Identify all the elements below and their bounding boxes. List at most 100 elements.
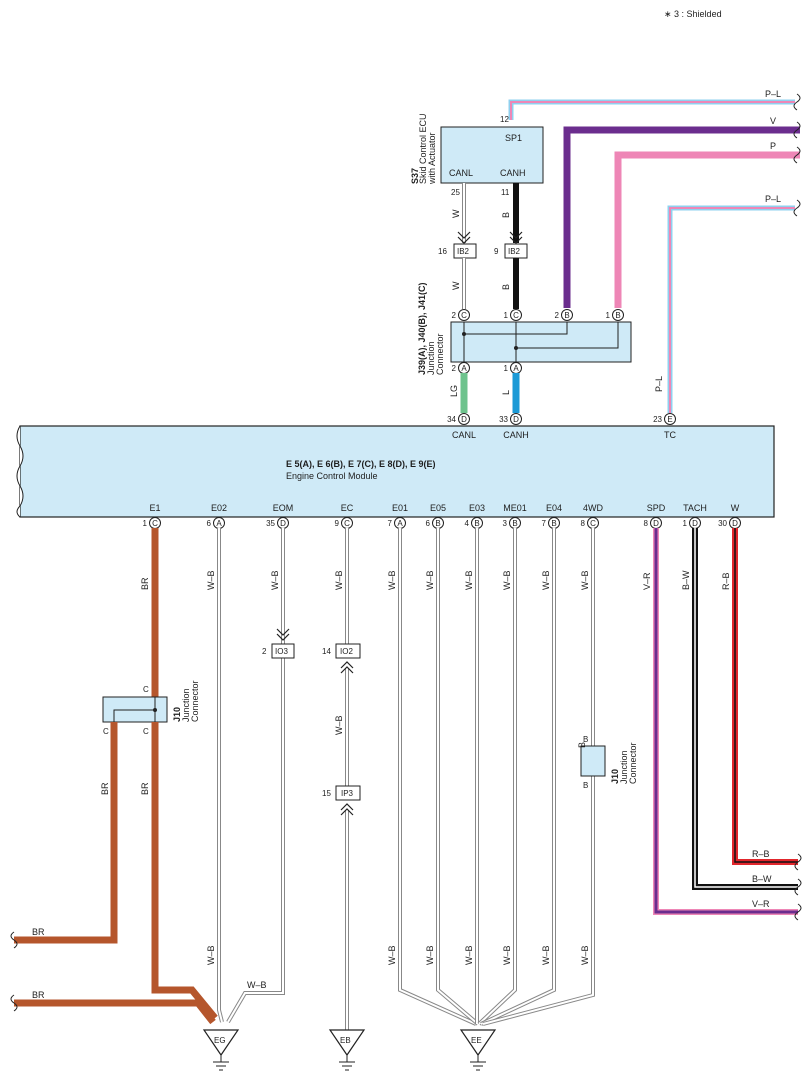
pin-connector-letter: C (590, 519, 596, 528)
wire-label-lg: LG (449, 385, 459, 397)
wire-label-vr: V–R (642, 572, 652, 590)
wire-label-wb: W–B (270, 570, 280, 590)
ecm-bottom-pin-label: E05 (430, 503, 446, 513)
wire-br-right: BR (140, 722, 218, 1021)
pin-connector-letter: C (461, 311, 467, 320)
ecm-bottom-pin-label: EC (341, 503, 354, 513)
inline-connector-ip3: IP3 15 (322, 785, 361, 816)
inline-connector-io3: IO3 2 (262, 628, 295, 659)
pin-connector-letter: D (653, 519, 659, 528)
connector-pin: E 23 (653, 413, 676, 425)
connector-pin: A6 (207, 517, 225, 529)
pin-connector-letter: C (513, 311, 519, 320)
connector-pin: C8 (581, 517, 599, 529)
wire-label-pl-mid: P–L (765, 194, 781, 204)
j10-left-pin-br: C (143, 727, 149, 736)
ecm-connectors: E 5(A), E 6(B), E 7(C), E 8(D), E 9(E) (286, 459, 436, 469)
pin-connector-letter: E (667, 415, 672, 424)
break-marks-right (794, 853, 802, 921)
ecm-bottom-pin-label: TACH (683, 503, 707, 513)
pin-connector-letter: B (435, 519, 440, 528)
pin-number: 30 (718, 519, 727, 528)
connector-pin: D1 (683, 517, 701, 529)
wire-canl-mid: W (451, 258, 466, 309)
wire-label-w2: W (451, 281, 461, 290)
ecm-bottom-pin-label: E03 (469, 503, 485, 513)
pin-connector-letter: D (461, 415, 467, 424)
wire-canh-mid: B (501, 258, 519, 309)
inline-connector-ib2-canh: IB2 9 (494, 231, 528, 259)
connector-pin: C2 (452, 309, 470, 321)
pin-connector-letter: D (513, 415, 519, 424)
wire-label-wb: W–B (206, 570, 216, 590)
ground-eb: EB (328, 1029, 366, 1071)
pin-connector-letter: D (280, 519, 286, 528)
wire-lg: LG (449, 373, 468, 413)
engine-control-module: E 5(A), E 6(B), E 7(C), E 8(D), E 9(E) E… (16, 425, 775, 518)
pin-connector-letter: A (397, 519, 403, 528)
wire-label-br-left: BR (100, 782, 110, 795)
ip3-label: IP3 (341, 789, 354, 798)
wire-p: P (614, 141, 800, 308)
ib2-canh-label: IB2 (508, 247, 521, 256)
pin-circle (510, 309, 522, 321)
ground-ee-label: EE (471, 1036, 482, 1045)
wire-label-b-4wd: B (577, 742, 587, 748)
wire-eom: W–B (226, 528, 285, 1024)
inline-connector-io2: IO2 14 (322, 643, 361, 674)
wire-label-wb: W–B (206, 945, 216, 965)
wire-label-p: P (770, 141, 776, 151)
pin-number: 33 (499, 415, 508, 424)
junction-connector-j10-left: C C C J10 Junction Connector (102, 680, 200, 736)
connector-pin: B4 (465, 517, 483, 529)
wire-label-b1: B (501, 212, 511, 218)
pin-number: 23 (653, 415, 662, 424)
pin-number: 35 (266, 519, 275, 528)
wire-canh-upper: B (501, 183, 519, 243)
wire-label-vr-h: V–R (752, 899, 770, 909)
wire-label-bw: B–W (681, 570, 691, 590)
junction-connector-j10-right: B B J10 Junction Connector B (577, 735, 638, 790)
shielded-note: ∗ 3 : Shielded (664, 9, 722, 19)
wire-label-wb: W–B (334, 570, 344, 590)
wire-e1-br: BR (140, 528, 159, 700)
pin-connector-letter: B (551, 519, 556, 528)
ecm-top-pin-label: TC (664, 430, 676, 440)
pin-circle (664, 413, 676, 425)
pin-number: 1 (683, 519, 688, 528)
ib2-canh-num: 9 (494, 247, 499, 256)
ecm-bottom-pin-label: E04 (546, 503, 562, 513)
ecm-bottom-pin-label: E01 (392, 503, 408, 513)
wire-label-br-e1: BR (140, 577, 150, 590)
pin-connector-letter: B (564, 311, 569, 320)
pin-number: 7 (542, 519, 547, 528)
connector-pin: B3 (503, 517, 521, 529)
pin-number: 4 (465, 519, 470, 528)
pin-connector-letter: C (152, 519, 158, 528)
wire-label-br-right: BR (140, 782, 150, 795)
wire-label-wb: W–B (502, 945, 512, 965)
wire-label-wb: W–B (580, 945, 590, 965)
j39-name-line1: Junction (426, 341, 436, 375)
connector-pin: B7 (542, 517, 560, 529)
wire-canl-upper: W (451, 183, 466, 243)
pin-connector-letter: B (474, 519, 479, 528)
pin-number: 3 (503, 519, 508, 528)
ecm-top-pin-label: CANL (452, 430, 476, 440)
j10-right-pin-top: B (583, 735, 588, 744)
ecm-bottom-pin-label: SPD (647, 503, 666, 513)
wire-label-bw-h: B–W (752, 874, 772, 884)
ecm-top-pin-label: CANH (503, 430, 529, 440)
pin-number: 6 (426, 519, 431, 528)
ground-ee: EE (459, 1029, 497, 1071)
j10-left-pin-top: C (143, 685, 149, 694)
break-marks-left (10, 931, 18, 1012)
connector-pin: A1 (504, 362, 522, 374)
io3-num: 2 (262, 647, 267, 656)
pin-circle (458, 413, 470, 425)
j10-right-pin-bottom: B (583, 781, 588, 790)
pin-number: 7 (388, 519, 393, 528)
connector-pin: A7 (388, 517, 406, 529)
ib2-canl-label: IB2 (457, 247, 470, 256)
ecm-bottom-pin-label: E02 (211, 503, 227, 513)
